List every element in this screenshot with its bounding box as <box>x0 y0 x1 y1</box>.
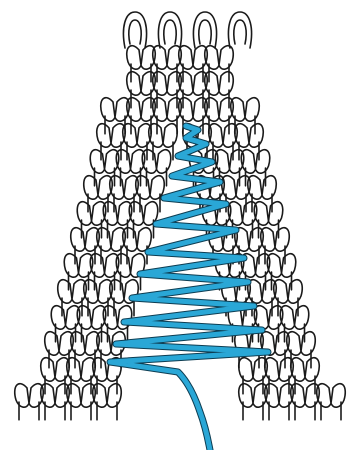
knitting-illustration <box>0 0 360 450</box>
